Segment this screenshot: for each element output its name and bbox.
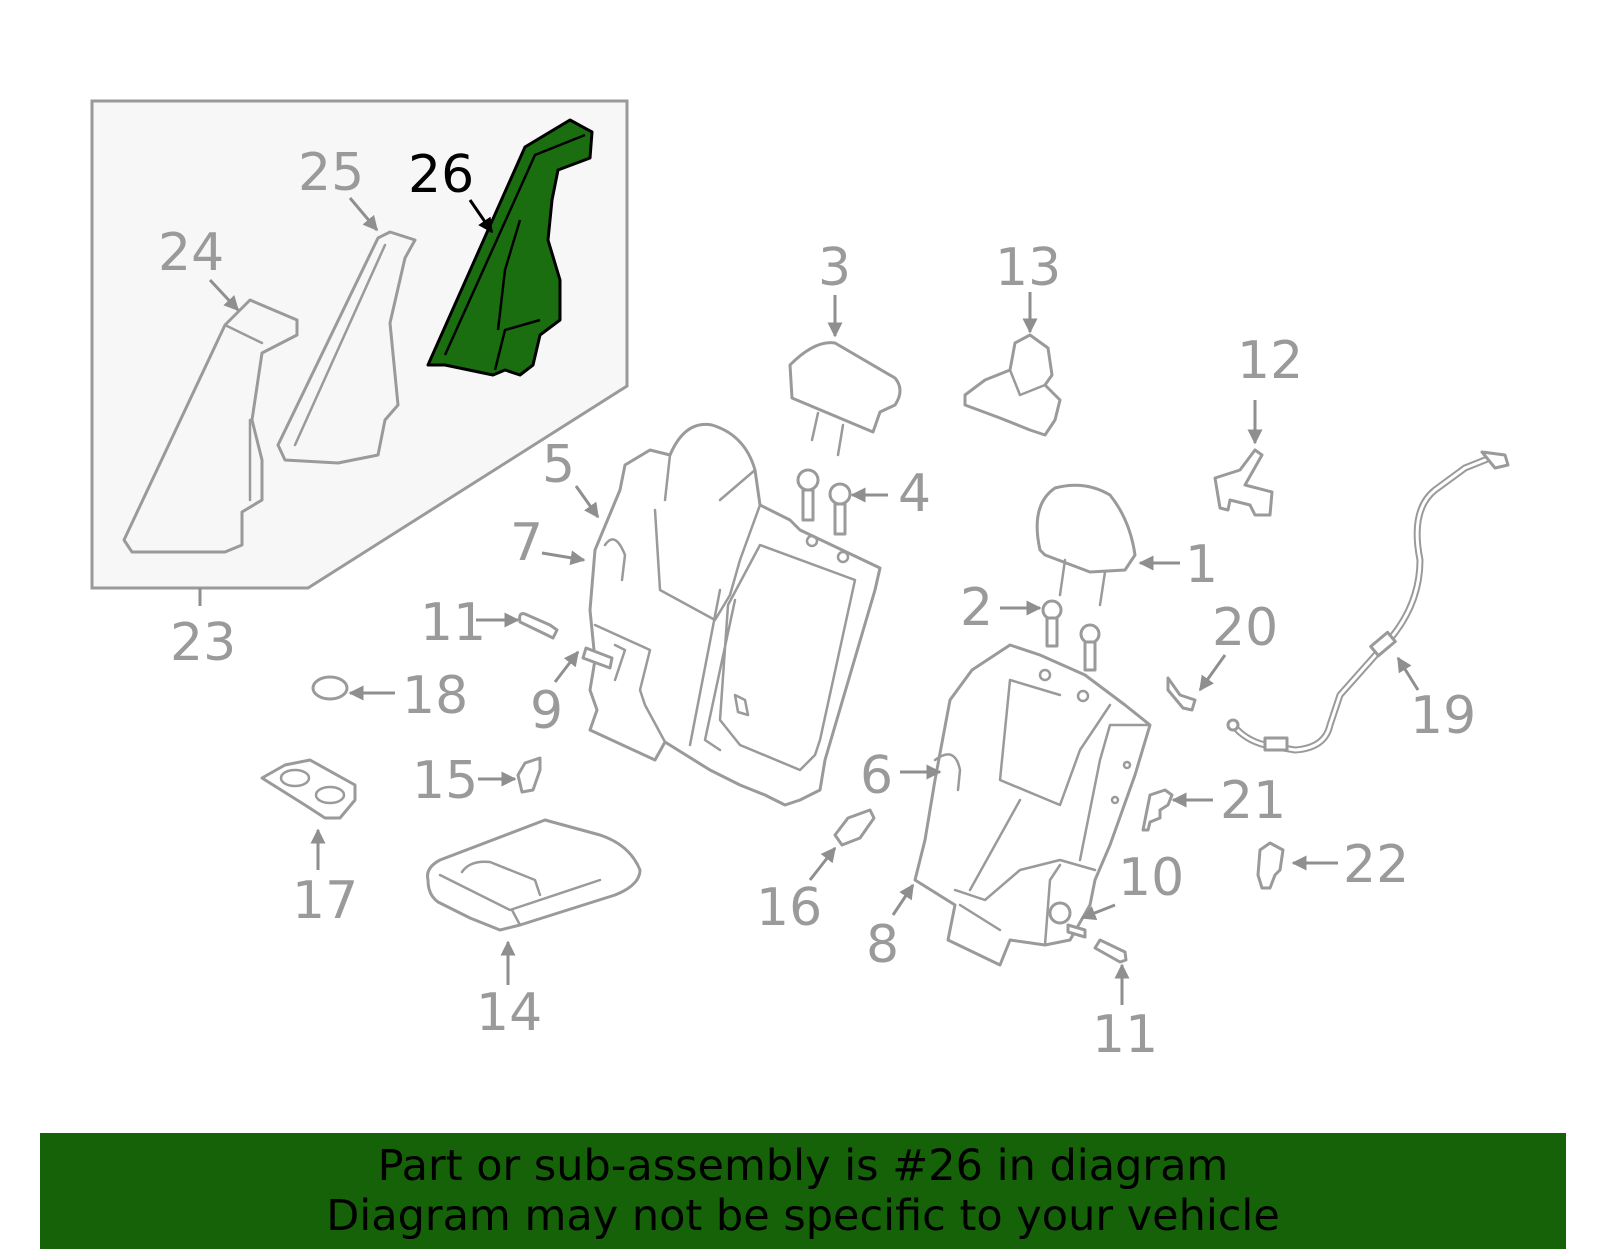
part-19-cable <box>1226 450 1510 754</box>
part-14-armrest <box>426 818 642 932</box>
callout-20: 20 <box>1212 598 1278 658</box>
part-2-bolts <box>1041 599 1101 672</box>
callout-15: 15 <box>412 751 478 811</box>
callout-11-b: 11 <box>1092 1005 1158 1065</box>
callout-23: 23 <box>170 613 236 673</box>
part-22-clip <box>1256 841 1285 890</box>
part-6-seatback-right <box>913 643 1152 967</box>
callout-19: 19 <box>1410 686 1476 746</box>
callout-11-a: 11 <box>420 593 486 653</box>
callout-12: 12 <box>1237 331 1303 391</box>
part-1-headrest <box>1035 483 1137 607</box>
callout-18: 18 <box>402 666 468 726</box>
part-9-pin <box>581 643 627 682</box>
callout-7: 7 <box>510 513 543 573</box>
banner-line-1: Part or sub-assembly is #26 in diagram <box>377 1141 1229 1191</box>
part-21-latch <box>1141 788 1174 832</box>
part-11-bolt-b <box>1093 938 1128 964</box>
part-3-headrest <box>788 341 902 457</box>
callout-17: 17 <box>292 871 358 931</box>
callout-21: 21 <box>1220 771 1286 831</box>
callout-2: 2 <box>960 578 993 638</box>
part-17-cup-holder <box>260 758 357 820</box>
info-banner: Part or sub-assembly is #26 in diagram D… <box>40 1133 1566 1249</box>
part-11-bolt-a <box>518 612 559 640</box>
callout-4: 4 <box>898 464 931 524</box>
callout-26: 26 <box>408 145 474 205</box>
callout-25: 25 <box>298 143 364 203</box>
callout-16: 16 <box>756 878 822 938</box>
part-20-clip <box>1166 676 1197 712</box>
callout-6: 6 <box>860 746 893 806</box>
callout-10: 10 <box>1118 848 1184 908</box>
part-5-seatback-left <box>588 422 882 807</box>
callout-13: 13 <box>995 238 1061 298</box>
part-15-clip <box>516 756 542 794</box>
part-12-striker <box>1213 448 1274 517</box>
callout-3: 3 <box>818 238 851 298</box>
part-10-pivot <box>1048 901 1087 939</box>
callout-14: 14 <box>476 983 542 1043</box>
callout-8: 8 <box>866 915 899 975</box>
part-16-cover <box>833 808 876 847</box>
part-24-trim-panel <box>122 298 299 554</box>
callout-9: 9 <box>530 681 563 741</box>
callout-1: 1 <box>1185 535 1218 595</box>
part-18-cap <box>311 675 349 701</box>
banner-line-2: Diagram may not be specific to your vehi… <box>326 1191 1280 1241</box>
callout-22: 22 <box>1343 835 1409 895</box>
part-26-highlighted <box>426 118 594 377</box>
part-13-bracket <box>963 333 1062 437</box>
callout-5: 5 <box>542 435 575 495</box>
part-4-bolts <box>796 468 852 536</box>
leader-arrows <box>208 197 1420 1005</box>
part-25-trim-panel <box>276 230 417 465</box>
callout-24: 24 <box>158 223 224 283</box>
